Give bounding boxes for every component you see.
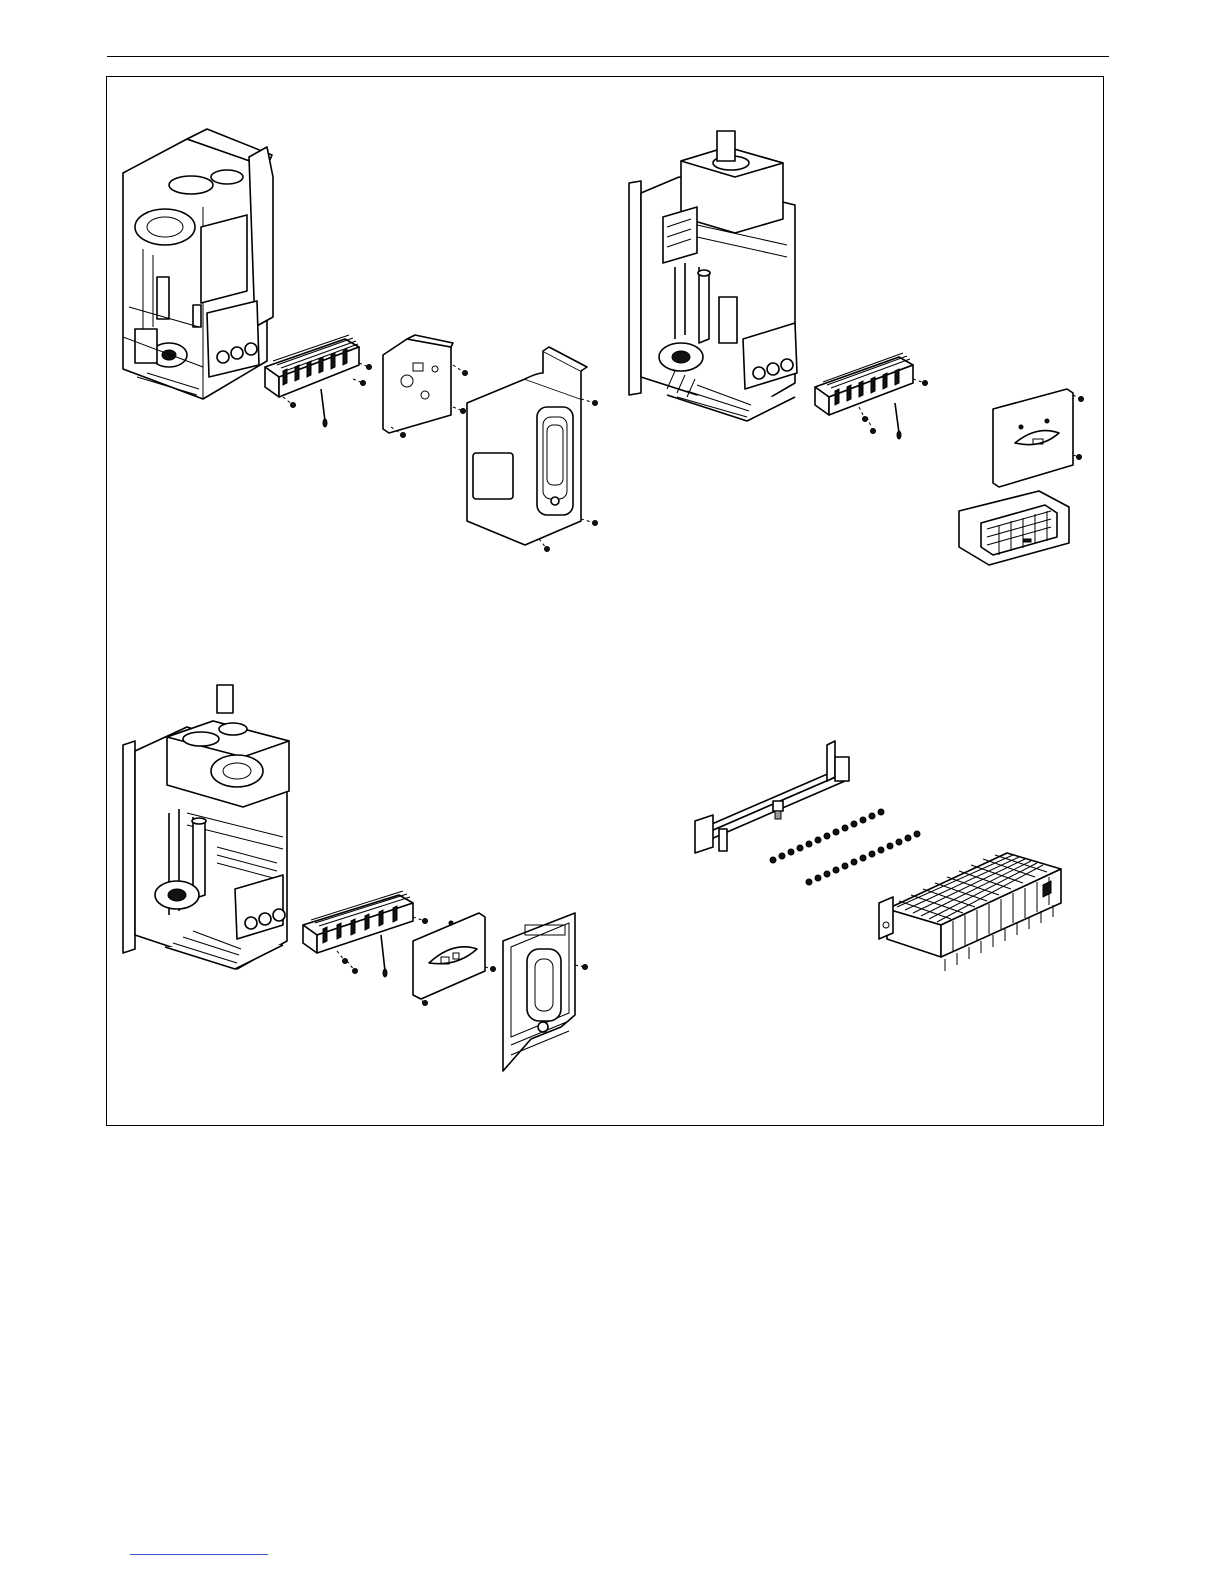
burner-cover-plate-3 [413, 913, 496, 1006]
boiler-body-3 [123, 685, 289, 969]
panel-bottom-left [123, 685, 588, 1071]
footer-link-underline [130, 1554, 268, 1555]
front-cover-1 [467, 347, 598, 552]
burner-detail [879, 853, 1061, 971]
boiler-body-2 [629, 131, 797, 421]
burner-cover-plate-2 [993, 389, 1084, 487]
burner-cover-plate-1 [383, 335, 468, 438]
burner-3 [303, 891, 428, 977]
burner-2 [815, 353, 928, 439]
header-rule [107, 56, 1109, 57]
burner-1 [265, 335, 372, 427]
panel-top-left [123, 129, 598, 552]
panel-top-right [629, 131, 1084, 565]
exploded-view-figure [106, 76, 1104, 1126]
sealed-panel-3 [503, 913, 588, 1071]
boiler-body-1 [123, 129, 273, 399]
combustion-tray-2 [959, 491, 1069, 565]
injector-row-1 [770, 809, 884, 863]
panel-bottom-right [695, 741, 1061, 971]
injector-row-2 [806, 831, 920, 885]
